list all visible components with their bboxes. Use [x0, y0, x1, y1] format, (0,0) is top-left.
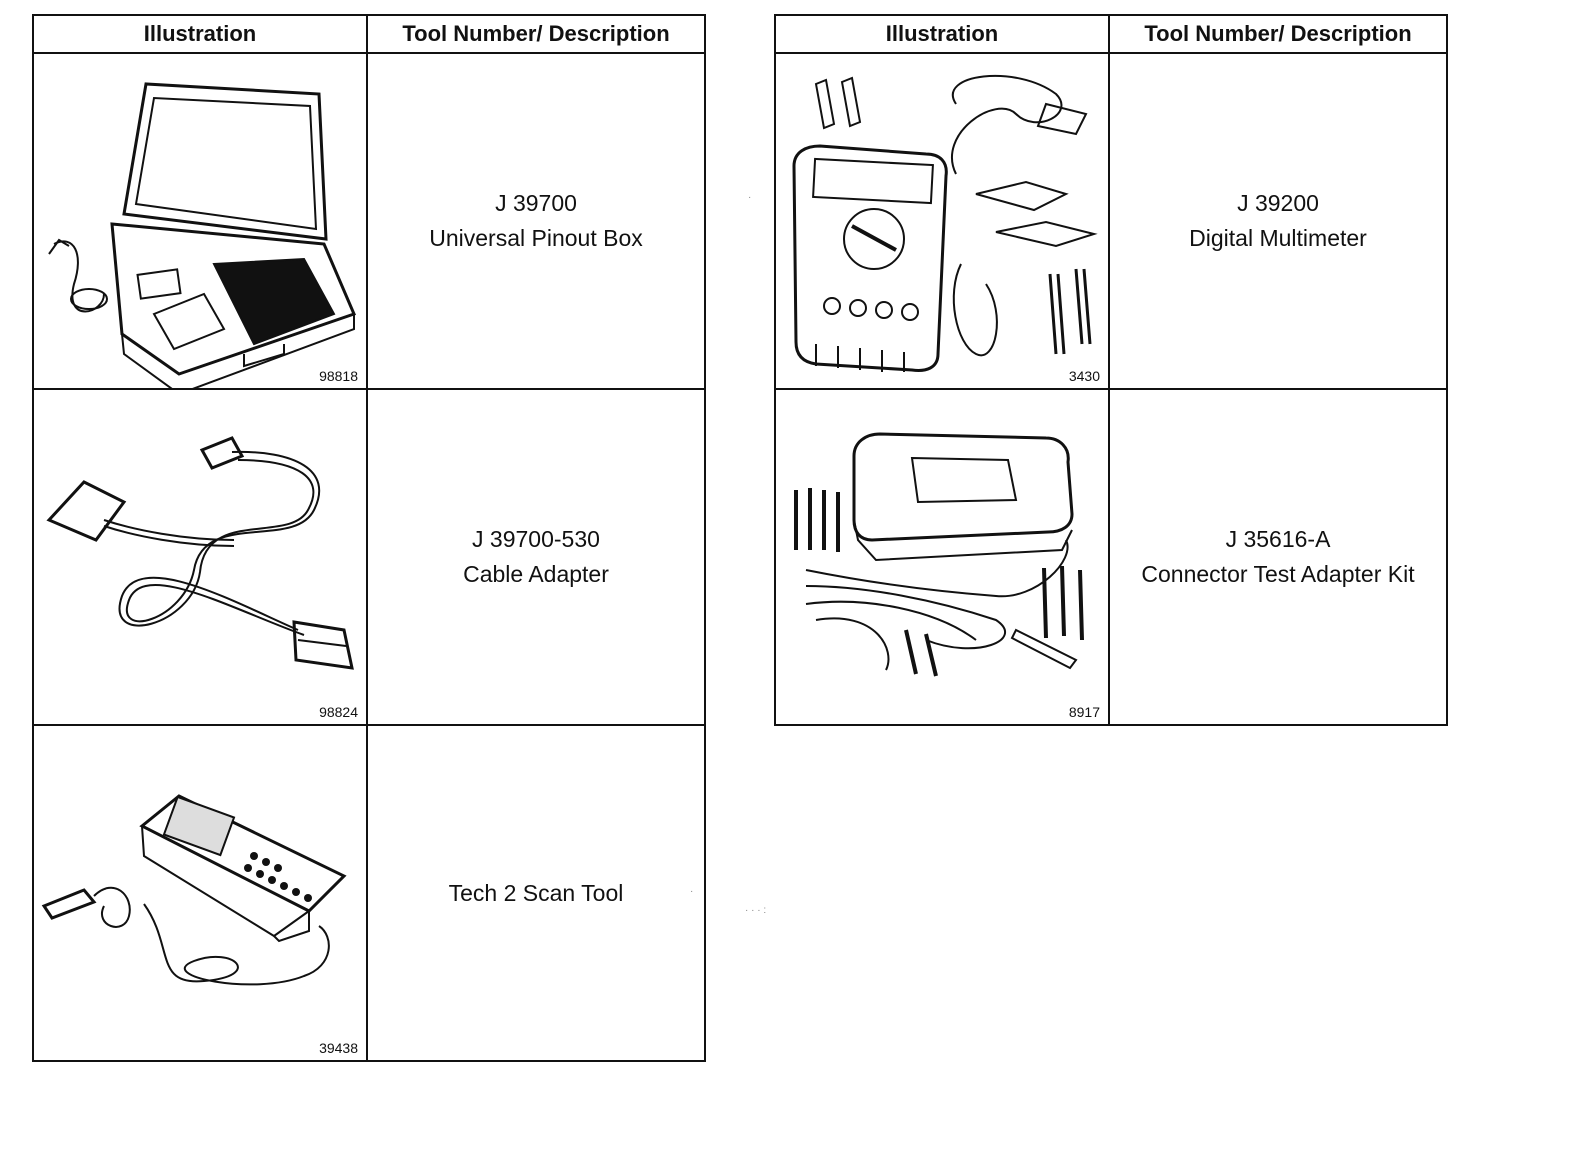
figure-number: 8917 — [1068, 704, 1100, 720]
table-header-row: Illustration Tool Number/ Description — [774, 14, 1448, 54]
scan-speck: · — [690, 886, 694, 897]
description-cell: J 39700 Universal Pinout Box — [366, 52, 706, 390]
description-cell: Tech 2 Scan Tool — [366, 724, 706, 1062]
table-row: 39438 Tech 2 Scan Tool — [32, 724, 706, 1062]
table-row: 98824 J 39700-530 Cable Adapter — [32, 388, 706, 726]
figure-number: 98818 — [319, 368, 358, 384]
header-illustration: Illustration — [774, 14, 1110, 54]
illustration-cell: 3430 — [774, 52, 1110, 390]
tool-number: J 39700-530 — [472, 526, 600, 552]
illustration-cell: 98824 — [32, 388, 368, 726]
scan-speck: · — [748, 192, 752, 203]
figure-number: 98824 — [319, 704, 358, 720]
tools-table-left: Illustration Tool Number/ Description 98… — [32, 14, 706, 1062]
multimeter-icon — [792, 74, 1098, 372]
illustration-cell: 8917 — [774, 388, 1110, 726]
pinout-box-case-icon — [48, 82, 357, 388]
figure-number: 39438 — [319, 1040, 358, 1056]
header-description: Tool Number/ Description — [366, 14, 706, 54]
tool-description: Cable Adapter — [463, 561, 609, 587]
scan-tool-icon — [41, 794, 347, 986]
description-cell: J 39200 Digital Multimeter — [1108, 52, 1448, 390]
table-row: 8917 J 35616-A Connector Test Adapter Ki… — [774, 388, 1448, 726]
description-cell: J 35616-A Connector Test Adapter Kit — [1108, 388, 1448, 726]
tool-description: Digital Multimeter — [1189, 225, 1367, 251]
tool-number: J 39200 — [1237, 190, 1319, 216]
table-row: 98818 J 39700 Universal Pinout Box — [32, 52, 706, 390]
tool-description: Universal Pinout Box — [429, 225, 643, 251]
tool-description: Connector Test Adapter Kit — [1141, 561, 1415, 587]
table-row: 3430 J 39200 Digital Multimeter — [774, 52, 1448, 390]
illustration-cell: 39438 — [32, 724, 368, 1062]
header-illustration: Illustration — [32, 14, 368, 54]
test-adapter-kit-icon — [794, 432, 1084, 677]
figure-number: 3430 — [1068, 368, 1100, 384]
description-cell: J 39700-530 Cable Adapter — [366, 388, 706, 726]
scan-speck: · · · : — [745, 905, 767, 916]
tool-number: J 39700 — [495, 190, 577, 216]
tools-table-right: Illustration Tool Number/ Description — [774, 14, 1448, 726]
table-header-row: Illustration Tool Number/ Description — [32, 14, 706, 54]
header-description: Tool Number/ Description — [1108, 14, 1448, 54]
illustration-cell: 98818 — [32, 52, 368, 390]
tool-description: Tech 2 Scan Tool — [448, 879, 624, 906]
cable-adapter-icon — [46, 436, 354, 670]
tool-number: J 35616-A — [1225, 526, 1331, 552]
